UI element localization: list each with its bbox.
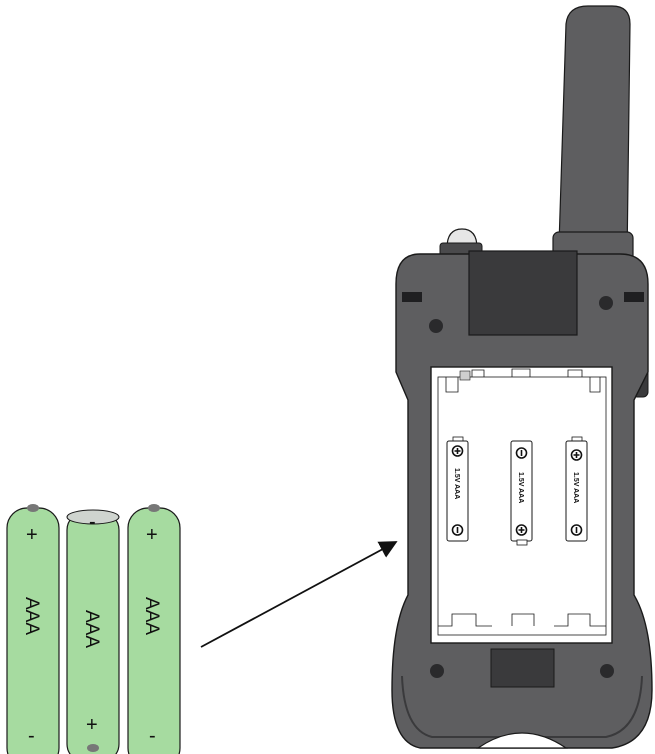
battery-bottom-sign: - <box>28 725 35 747</box>
battery-terminal-nub <box>148 504 160 512</box>
belt-clip-plate <box>469 251 577 335</box>
battery-2: - AAA + <box>67 510 119 754</box>
battery-3: + AAA - <box>128 504 180 754</box>
battery-label: AAA <box>141 597 162 635</box>
battery-label: AAA <box>21 597 42 635</box>
screw-top-left <box>429 319 443 333</box>
screw-bottom-left <box>430 664 444 678</box>
right-slot <box>624 292 644 302</box>
compartment-slot-3: 1.5V AAA <box>566 437 587 541</box>
compartment-slot-2: 1.5V AAA <box>511 441 532 545</box>
screw-top-right <box>599 296 613 310</box>
slot-cap <box>517 540 527 545</box>
loose-batteries: + AAA - - AAA + + AAA - <box>7 504 180 754</box>
left-slot <box>402 292 422 302</box>
battery-top-sign: + <box>146 524 158 546</box>
battery-1: + AAA - <box>7 504 59 754</box>
slot-label: 1.5V AAA <box>517 472 524 503</box>
slot-label: 1.5V AAA <box>453 468 460 499</box>
antenna <box>559 6 630 260</box>
battery-top-sign: - <box>89 511 96 533</box>
battery-bottom-sign: + <box>86 714 98 736</box>
compartment-slot-1: 1.5V AAA <box>447 437 468 541</box>
insert-arrow-icon <box>201 542 396 647</box>
slot-label: 1.5V AAA <box>572 472 579 503</box>
bottom-plate <box>491 649 554 687</box>
battery-terminal-nub <box>27 504 39 512</box>
screw-bottom-right <box>600 664 614 678</box>
battery-label: AAA <box>81 610 102 648</box>
top-latch <box>460 371 470 380</box>
two-way-radio-icon: 1.5V AAA 1.5V AAA 1.5V AAA <box>392 6 652 748</box>
battery-bottom-sign: - <box>149 725 156 747</box>
battery-top-sign: + <box>26 524 38 546</box>
battery-terminal-nub <box>87 744 99 752</box>
